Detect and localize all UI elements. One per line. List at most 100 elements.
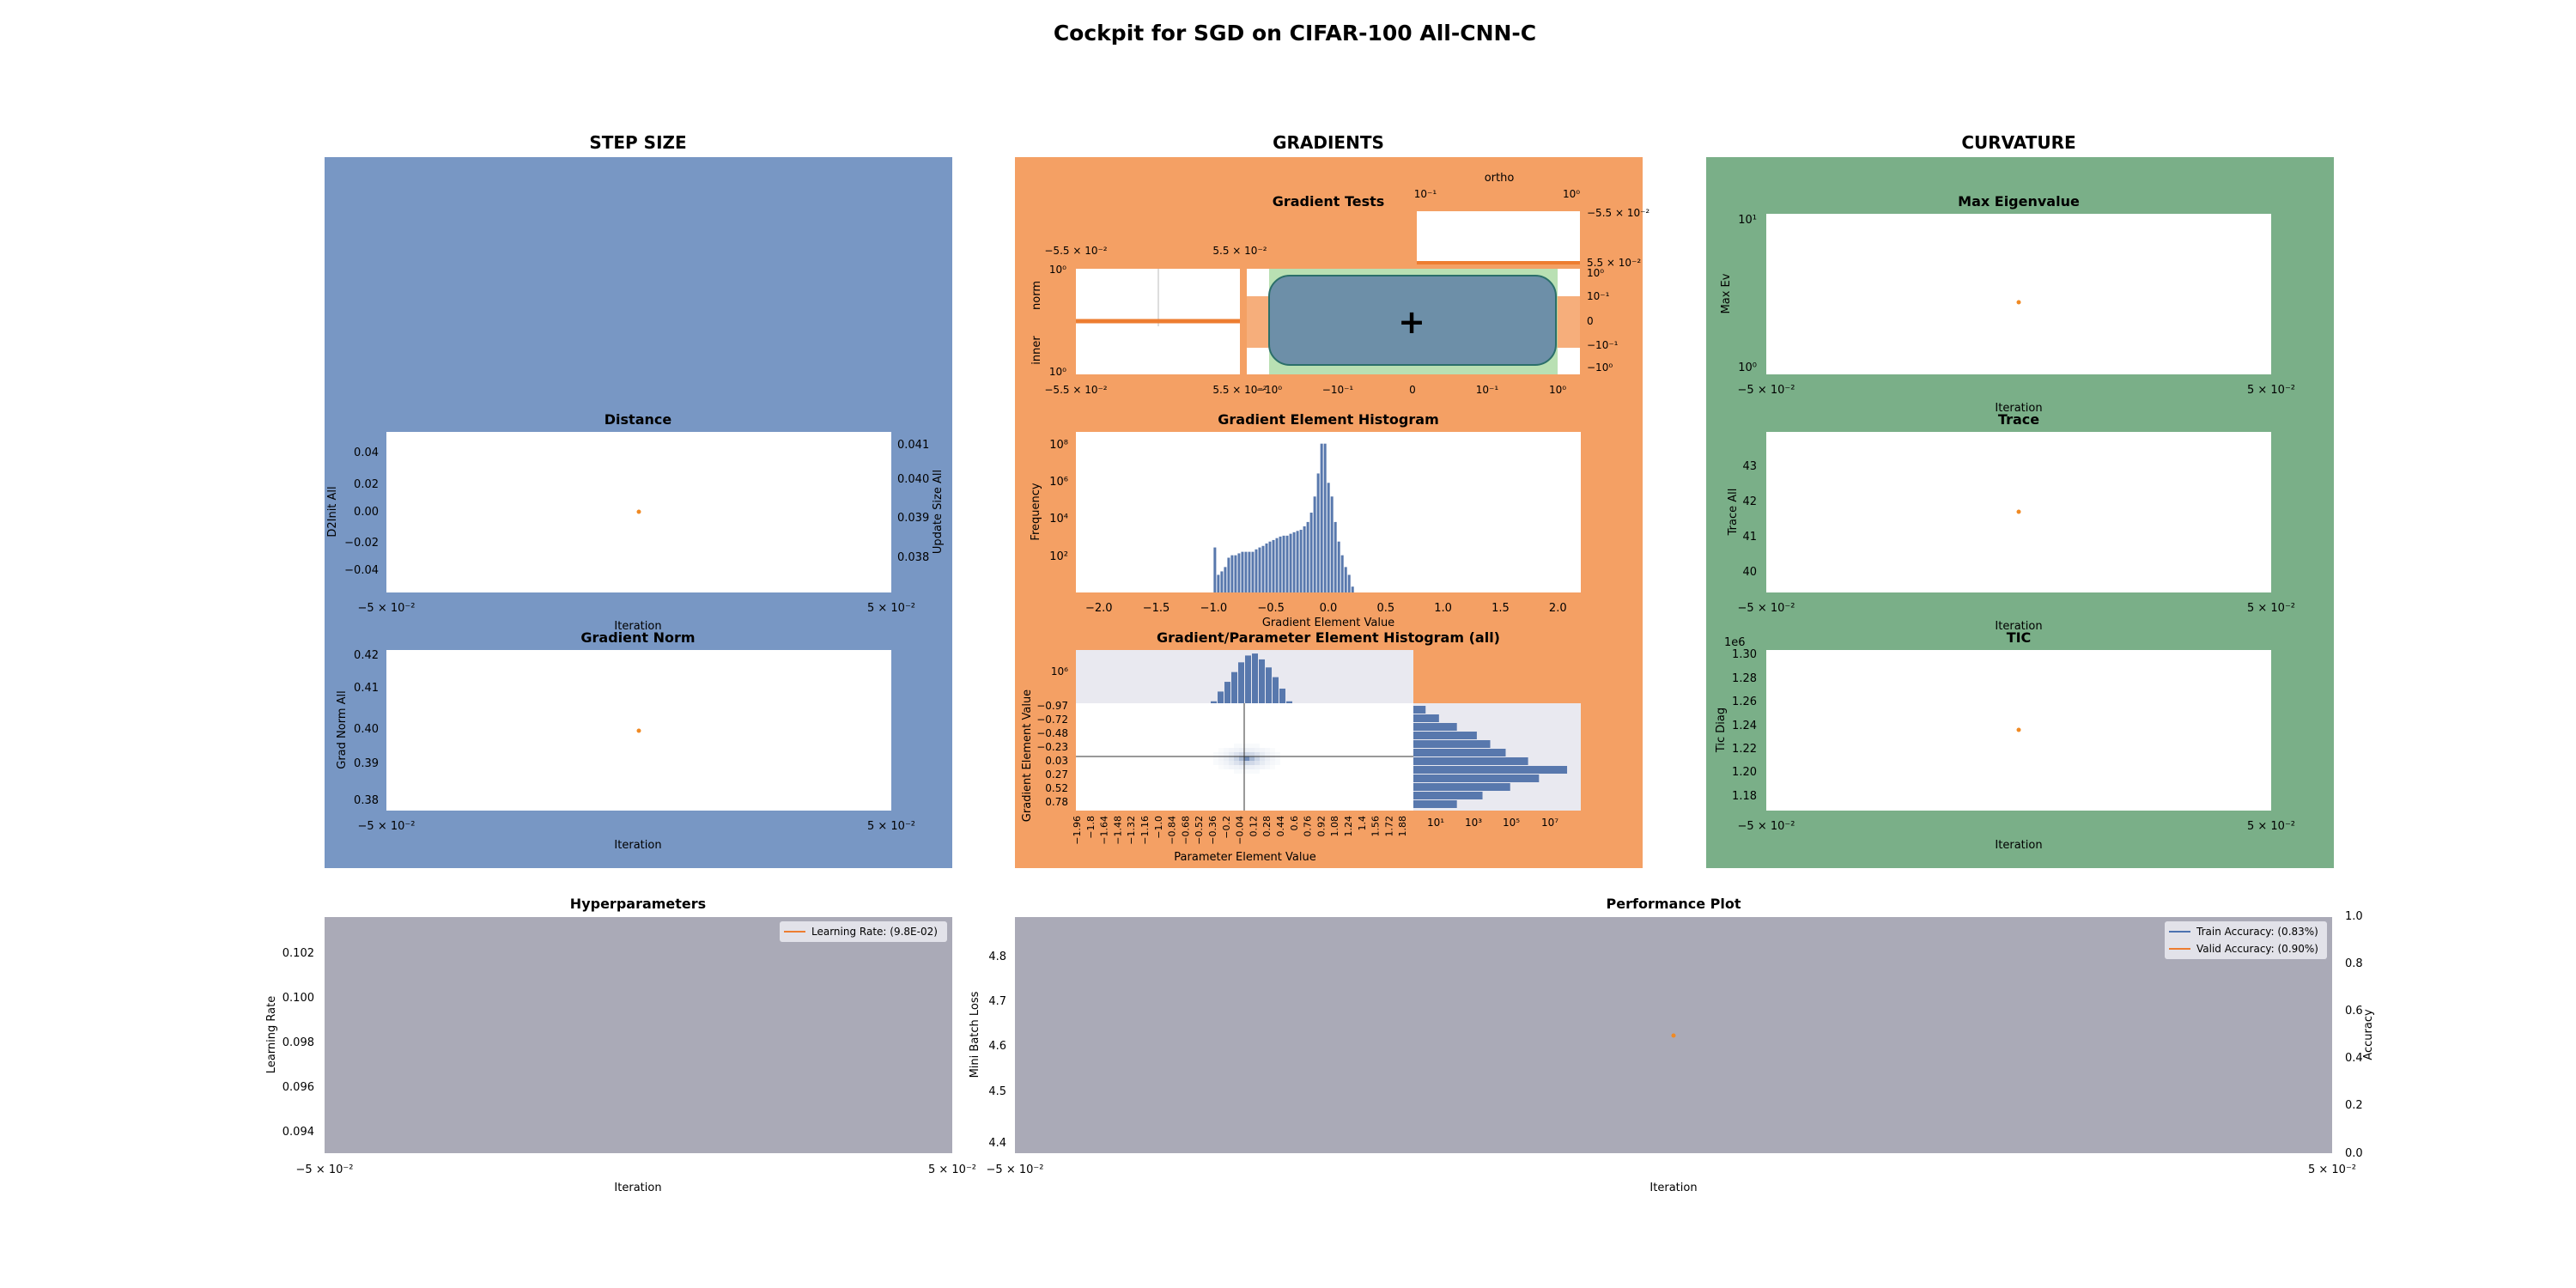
gphist-heat-cell [1229, 756, 1234, 761]
gphist-top-bar [1286, 701, 1292, 703]
gphist-heat-cell [1255, 748, 1260, 752]
gphist-ytick: −0.48 [1036, 727, 1068, 739]
maxeig-title: Max Eigenvalue [1958, 193, 2080, 210]
maxeig-plot-area [1766, 214, 2271, 374]
gradnorm-ytick: 0.41 [354, 682, 379, 695]
gradhist-bars [1213, 443, 1354, 592]
perf-ytick: 4.4 [988, 1137, 1006, 1150]
distance-point [636, 509, 641, 514]
distance-ytick: −0.04 [344, 564, 379, 577]
gphist-top-bar [1273, 677, 1279, 703]
ortho-ytick-right: −5.5 × 10⁻² [1587, 207, 1649, 219]
maxeig-point [2016, 300, 2021, 305]
gphist-top-ytick: 10⁶ [1051, 665, 1068, 677]
gphist-ytick: 0.52 [1045, 782, 1068, 794]
gphist-heat-cell [1213, 752, 1218, 756]
gradhist-bar [1303, 526, 1306, 592]
gphist-ytick: −0.97 [1036, 700, 1068, 712]
gradhist-bar [1241, 551, 1244, 592]
gradhist-xtick: 2.0 [1549, 602, 1567, 615]
gphist-xtick: 1.72 [1383, 816, 1394, 837]
distance-xlabel: Iteration [614, 620, 661, 633]
gphist-heat-cell [1255, 756, 1260, 761]
gphist-heat-cell [1234, 761, 1239, 765]
gphist-right-bar [1413, 757, 1528, 765]
tic-ytick: 1.20 [1732, 766, 1757, 779]
hyper-ytick: 0.094 [283, 1126, 314, 1139]
hyper-ytick: 0.100 [283, 992, 314, 1005]
gradhist-bar [1213, 547, 1217, 592]
section-step-size: STEP SIZE [589, 132, 686, 153]
tic-xlabel: Iteration [1995, 839, 2042, 852]
perf-ytick: 4.8 [988, 951, 1006, 963]
gradnorm-ytick: 0.42 [354, 649, 379, 662]
gphist-heat-cell [1234, 752, 1239, 756]
perf-xtick: 5 × 10⁻² [2308, 1163, 2356, 1176]
perf-ytick-right: 1.0 [2345, 910, 2363, 923]
gphist-ytick: 0.03 [1045, 755, 1068, 767]
gphist-heat-cell [1239, 769, 1244, 774]
tic-xtick: 5 × 10⁻² [2247, 820, 2295, 833]
gphist-right-bars [1413, 706, 1568, 808]
gradnorm-xtick: −5 × 10⁻² [358, 820, 416, 833]
gphist-right-bar [1413, 723, 1457, 731]
gphist-heat-cell [1265, 752, 1270, 756]
tic-point [2016, 727, 2021, 732]
gphist-heat-cell [1218, 752, 1224, 756]
gphist-heat-cell [1229, 761, 1234, 765]
gphist-xtick: 0.76 [1303, 816, 1314, 837]
gradhist-bar [1268, 541, 1272, 592]
gradnorm-title: Gradient Norm [580, 629, 695, 646]
gphist-heat-cell [1249, 756, 1255, 761]
gradnorm-chart: Gradient Norm 0.42 0.41 0.40 0.39 0.38 G… [336, 629, 915, 852]
gphist-xtick: 0.28 [1261, 816, 1273, 837]
gphist-heat-cell [1275, 761, 1280, 765]
distance-xtick: 5 × 10⁻² [867, 602, 915, 615]
tic-ylabel: Tic Diag [1715, 708, 1728, 753]
norm-ytick: 10⁰ [1049, 366, 1066, 378]
gphist-heat-cell [1260, 765, 1265, 769]
gradnorm-xlabel: Iteration [614, 839, 661, 852]
gphist-heat-cell [1229, 748, 1234, 752]
perf-legend-train: Train Accuracy: (0.83%) [2196, 926, 2318, 938]
gphist-heat-cell [1224, 748, 1229, 752]
maxeig-ylabel: Max Ev [1720, 273, 1733, 313]
gphist-heat-cell [1260, 756, 1265, 761]
gradhist-bar [1316, 473, 1320, 592]
perf-title: Performance Plot [1607, 896, 1741, 912]
gphist-right-bar [1413, 749, 1506, 756]
hyper-chart: Hyperparameters Learning Rate: (9.8E-02)… [265, 896, 976, 1194]
maxeig-xlabel: Iteration [1995, 402, 2042, 415]
tic-yticks: 1.30 1.28 1.26 1.24 1.22 1.20 1.18 [1732, 648, 1757, 803]
perf-ytick-right: 0.4 [2345, 1052, 2363, 1065]
gradhist-xtick: −1.0 [1200, 602, 1228, 615]
gphist-xtick: 0.6 [1289, 816, 1300, 831]
gphist-right-bar [1413, 740, 1491, 748]
gradhist-xtick: −1.5 [1143, 602, 1170, 615]
gphist-heat-cell [1249, 748, 1255, 752]
gphist-heat-cell [1260, 761, 1265, 765]
gphist-heat-cell [1275, 752, 1280, 756]
tic-xtick: −5 × 10⁻² [1738, 820, 1795, 833]
gphist-heat-cell [1249, 765, 1255, 769]
gphist-right-xtick: 10⁷ [1541, 817, 1558, 829]
gradhist-bar [1275, 538, 1279, 592]
gphist-heat-cell [1249, 744, 1255, 748]
gphist-right-xtick: 10¹ [1427, 817, 1444, 829]
gphist-xtick: 1.08 [1329, 816, 1340, 837]
maxeig-ytick: 10¹ [1738, 214, 1757, 227]
gphist-heat-cell [1218, 756, 1224, 761]
gradhist-bar [1299, 529, 1303, 592]
gradhist-bar [1248, 551, 1251, 592]
gradhist-bar [1279, 536, 1282, 592]
tic-ytick: 1.28 [1732, 672, 1757, 685]
gphist-heat-cell [1239, 744, 1244, 748]
gphist-top-bars [1211, 653, 1292, 703]
gphist-heat-cell [1255, 769, 1260, 774]
gphist-right-bar [1413, 766, 1568, 774]
gphist-heatmap [1213, 744, 1280, 774]
hyper-ytick: 0.102 [283, 947, 314, 960]
gphist-heat-cell [1239, 748, 1244, 752]
gradhist-chart: Gradient Element Histogram 10⁸ 10⁶ 10⁴ 1… [1030, 411, 1581, 629]
gradhist-ytick: 10⁸ [1049, 439, 1068, 452]
